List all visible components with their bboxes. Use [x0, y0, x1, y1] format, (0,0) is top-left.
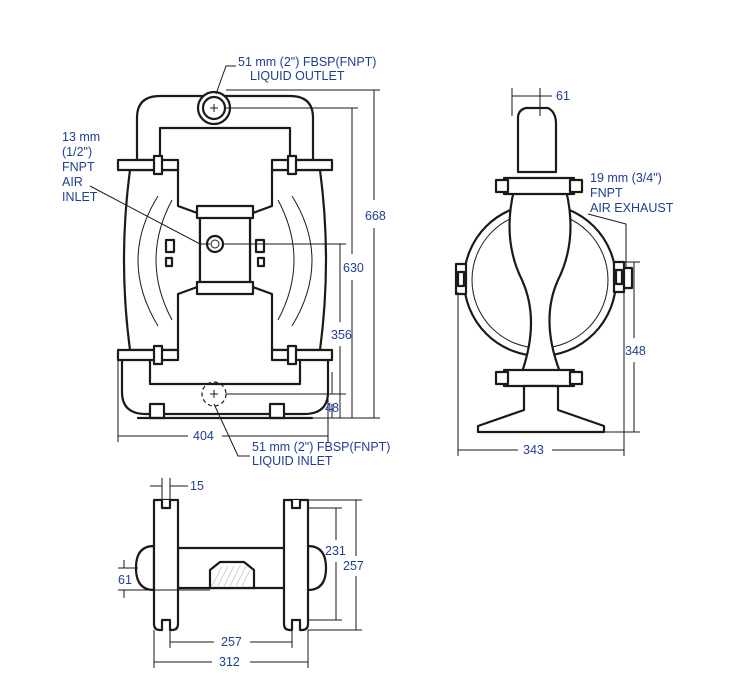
- dim-348: 348: [625, 344, 646, 358]
- air-inlet-size-label: 13 mm: [62, 130, 100, 144]
- dim-231: 231: [325, 544, 346, 558]
- exhaust-name-label: AIR EXHAUST: [590, 201, 674, 215]
- air-inlet-type-label: FNPT: [62, 160, 95, 174]
- air-inlet-name-label-2: INLET: [62, 190, 98, 204]
- dim-257-vertical: 257: [343, 559, 364, 573]
- dim-48: 48: [325, 401, 339, 415]
- side-view: [454, 88, 640, 456]
- inlet-name-label: LIQUID INLET: [252, 454, 333, 468]
- outlet-name-label: LIQUID OUTLET: [250, 69, 345, 83]
- inlet-size-label: 51 mm (2") FBSP(FNPT): [252, 440, 390, 454]
- exhaust-type-label: FNPT: [590, 186, 623, 200]
- dim-61-side: 61: [556, 89, 570, 103]
- top-view: [118, 478, 362, 668]
- dim-257-horizontal: 257: [221, 635, 242, 649]
- dim-356: 356: [331, 328, 352, 342]
- outlet-size-label: 51 mm (2") FBSP(FNPT): [238, 55, 376, 69]
- dim-343: 343: [523, 443, 544, 457]
- air-inlet-size-inch-label: (1/2"): [62, 145, 92, 159]
- air-inlet-name-label-1: AIR: [62, 175, 83, 189]
- front-view: [89, 65, 380, 457]
- dim-630: 630: [343, 261, 364, 275]
- dim-312: 312: [219, 655, 240, 669]
- dim-15: 15: [190, 479, 204, 493]
- exhaust-size-label: 19 mm (3/4"): [590, 171, 662, 185]
- dim-404: 404: [193, 429, 214, 443]
- dim-668: 668: [365, 209, 386, 223]
- dim-61-top: 61: [118, 573, 132, 587]
